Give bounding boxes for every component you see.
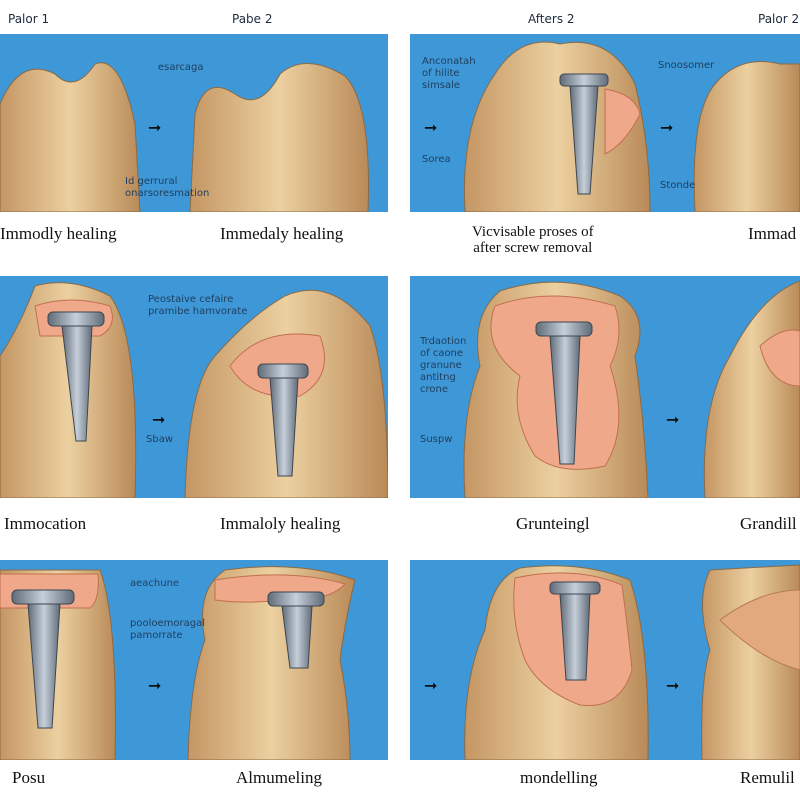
- screw-bone-illustration: [0, 566, 356, 760]
- screw-head: [549, 581, 601, 595]
- right-arrow-icon: ➞: [666, 410, 680, 429]
- caption-row1-far: Immad: [748, 224, 797, 243]
- right-arrow-icon: ➞: [148, 676, 162, 695]
- screw-bone-illustration: [463, 41, 800, 212]
- bone-illustration-pair: [0, 62, 369, 212]
- screw-bone-illustration: [0, 282, 388, 498]
- note-right-bottom: Stonde: [660, 180, 696, 191]
- caption-row3-far: Remulil: [740, 768, 795, 787]
- bone-left: [0, 282, 137, 498]
- header-row1-r2: Palor 2: [758, 12, 800, 26]
- right-arrow-icon: ➞: [424, 118, 438, 137]
- bone-left: [0, 62, 141, 212]
- screw-head: [47, 311, 105, 327]
- note-cartilage: esarcaga: [158, 62, 204, 73]
- marrow: [759, 329, 800, 387]
- caption-row2-far: Grandill: [740, 514, 797, 533]
- caption-row1-left: Immodly healing: [0, 224, 117, 243]
- caption-row1-mid: Immedaly healing: [220, 224, 344, 243]
- header-row1-mid: Pabe 2: [232, 12, 273, 26]
- note-attachment: aeachune: [130, 578, 180, 589]
- bone-right: [187, 566, 356, 760]
- right-arrow-icon: ➞: [148, 118, 162, 137]
- screw-shaft: [61, 325, 93, 442]
- bone-right: [703, 280, 800, 498]
- header-row1-left: Palor 1: [8, 12, 50, 26]
- screw-shaft: [269, 377, 299, 477]
- right-arrow-icon: ➞: [660, 118, 674, 137]
- screw-shaft: [549, 335, 581, 465]
- caption-row2-left: Immocation: [4, 514, 87, 533]
- note-screw: Sbaw: [146, 434, 174, 445]
- caption-row3-right: mondelling: [520, 768, 598, 787]
- header-row1-r1: Afters 2: [528, 12, 575, 26]
- right-arrow-icon: ➞: [424, 676, 438, 695]
- note-right-top: Snoosomer: [658, 60, 715, 71]
- marrow: [604, 88, 641, 155]
- bone-right: [693, 61, 800, 212]
- screw-shaft: [281, 605, 313, 669]
- caption-row2-mid: Immaloly healing: [220, 514, 341, 533]
- screw-shaft: [27, 603, 61, 729]
- screw-head: [257, 363, 309, 379]
- screw-bone-illustration: [464, 564, 800, 760]
- note-screw: Suspw: [420, 434, 453, 445]
- right-arrow-icon: ➞: [666, 676, 680, 695]
- panel-remodeling: ➞ ➞: [410, 560, 800, 760]
- caption-row2-right: Grunteingl: [516, 514, 590, 533]
- screw-shaft: [559, 593, 591, 681]
- screw-bone-illustration: [463, 280, 800, 498]
- trabecular-bone: [719, 589, 800, 671]
- bone-right: [189, 63, 369, 212]
- caption-row3-left: Posu: [12, 768, 46, 787]
- note-screw: Sorea: [422, 154, 451, 165]
- caption-row3-mid: Almumeling: [236, 768, 322, 787]
- screw-shaft: [569, 85, 599, 195]
- right-arrow-icon: ➞: [152, 410, 166, 429]
- screw-head: [559, 73, 609, 87]
- screw-head: [11, 589, 75, 605]
- screw-head: [535, 321, 593, 337]
- screw-head: [267, 591, 325, 607]
